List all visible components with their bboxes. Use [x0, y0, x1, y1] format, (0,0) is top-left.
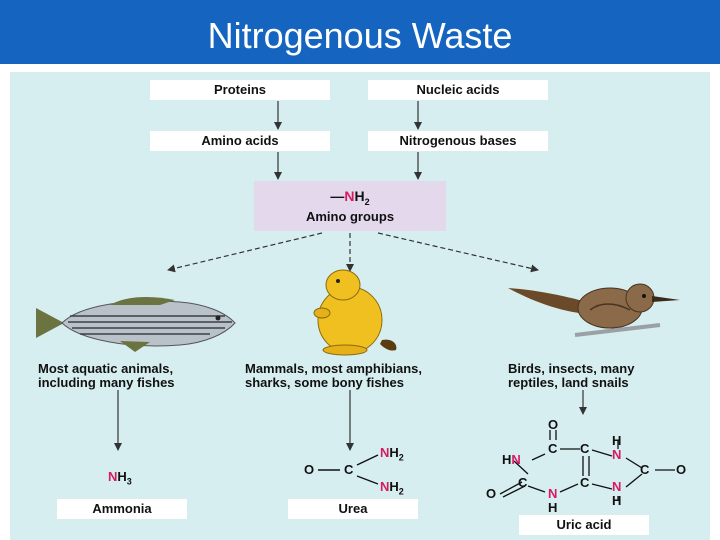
mammals-line1: Mammals, most amphibians,: [245, 361, 422, 376]
uric-o-left: O: [486, 486, 497, 501]
title-bar: [0, 0, 720, 64]
mammals-caption: Mammals, most amphibians, sharks, some b…: [245, 362, 422, 390]
nucleic-acids-label: Nucleic acids: [416, 82, 500, 97]
amino-h: H: [354, 188, 365, 204]
fish-icon: [36, 297, 236, 352]
urea-nh2-bottom: NH2: [380, 480, 404, 499]
bird-icon: [508, 283, 680, 337]
aquatic-line1: Most aquatic animals,: [38, 361, 174, 376]
arrow-groups-fish: [167, 232, 323, 273]
amino-acids-box: Amino acids: [150, 131, 330, 151]
uric-n-bottom: N: [548, 487, 557, 501]
amino-n: N: [344, 188, 355, 204]
urea-label: Urea: [338, 501, 368, 516]
uric-acid-bonds: [499, 430, 675, 500]
ammonia-n: N: [108, 469, 118, 484]
uric-c-top: C: [548, 441, 558, 456]
urea-h-bottom: H: [389, 479, 399, 494]
uric-n-bottom-right-letter: N: [612, 479, 622, 494]
uric-c-mid-top: C: [580, 441, 590, 456]
uric-o-top: O: [548, 417, 559, 432]
uric-o-right: O: [676, 462, 687, 477]
urea-nh2-top: NH2: [380, 446, 404, 465]
uric-h-top-right: H: [612, 433, 622, 448]
prairie-dog-icon: [313, 269, 397, 356]
proteins-label: Proteins: [213, 82, 266, 97]
nitrogenous-bases-label: Nitrogenous bases: [399, 133, 517, 148]
ammonia-box: Ammonia: [57, 499, 187, 519]
urea-sub-bottom: 2: [398, 486, 404, 497]
arrow-groups-bird: [377, 232, 539, 273]
uric-n-top-right: N: [612, 448, 621, 462]
mammals-line2: sharks, some bony fishes: [245, 375, 404, 390]
birds-caption: Birds, insects, many reptiles, land snai…: [508, 362, 634, 390]
ammonia-h: H: [117, 469, 127, 484]
amino-formula: —NH2: [254, 188, 446, 210]
nucleic-acids-box: Nucleic acids: [368, 80, 548, 100]
uric-c-right: C: [640, 462, 650, 477]
amino-dash: —: [330, 188, 345, 204]
urea-sub-top: 2: [398, 452, 404, 463]
ammonia-formula: NH3: [108, 470, 132, 489]
uric-n-bottom-letter: N: [548, 486, 558, 501]
ammonia-sub: 3: [126, 476, 132, 487]
aquatic-line2: including many fishes: [38, 375, 175, 390]
amino-acids-label: Amino acids: [201, 133, 279, 148]
uric-c-left: C: [518, 475, 528, 490]
uric-acid-label: Uric acid: [556, 517, 612, 532]
uric-n-left: N: [511, 452, 521, 467]
urea-c: C: [344, 462, 354, 477]
amino-sub: 2: [364, 196, 370, 207]
urea-bond-cn-top: [356, 454, 379, 466]
uric-acid-box: Uric acid: [519, 515, 649, 535]
birds-line2: reptiles, land snails: [508, 375, 629, 390]
uric-n-top-right-letter: N: [612, 447, 622, 462]
uric-h-bottom: H: [548, 500, 558, 515]
uric-hn-left: HN: [502, 453, 521, 467]
birds-line1: Birds, insects, many: [508, 361, 635, 376]
urea-n-bottom: N: [380, 479, 390, 494]
uric-h-bottom-right: H: [612, 493, 622, 508]
urea-box: Urea: [288, 499, 418, 519]
proteins-box: Proteins: [150, 80, 330, 100]
aquatic-caption: Most aquatic animals, including many fis…: [38, 362, 175, 390]
uric-c-mid-bottom: C: [580, 475, 590, 490]
urea-o: O: [304, 462, 315, 477]
nitrogenous-bases-box: Nitrogenous bases: [368, 131, 548, 151]
amino-groups-box: —NH2 Amino groups: [254, 181, 446, 231]
slide-title: Nitrogenous Waste: [207, 15, 513, 56]
uric-h-left: H: [502, 452, 512, 467]
urea-n-top: N: [380, 445, 390, 460]
urea-h-top: H: [389, 445, 399, 460]
urea-bond-cn-bottom: [356, 475, 379, 485]
amino-groups-label: Amino groups: [305, 208, 395, 224]
ammonia-label: Ammonia: [92, 501, 152, 516]
uric-n-bottom-right: N: [612, 480, 621, 494]
